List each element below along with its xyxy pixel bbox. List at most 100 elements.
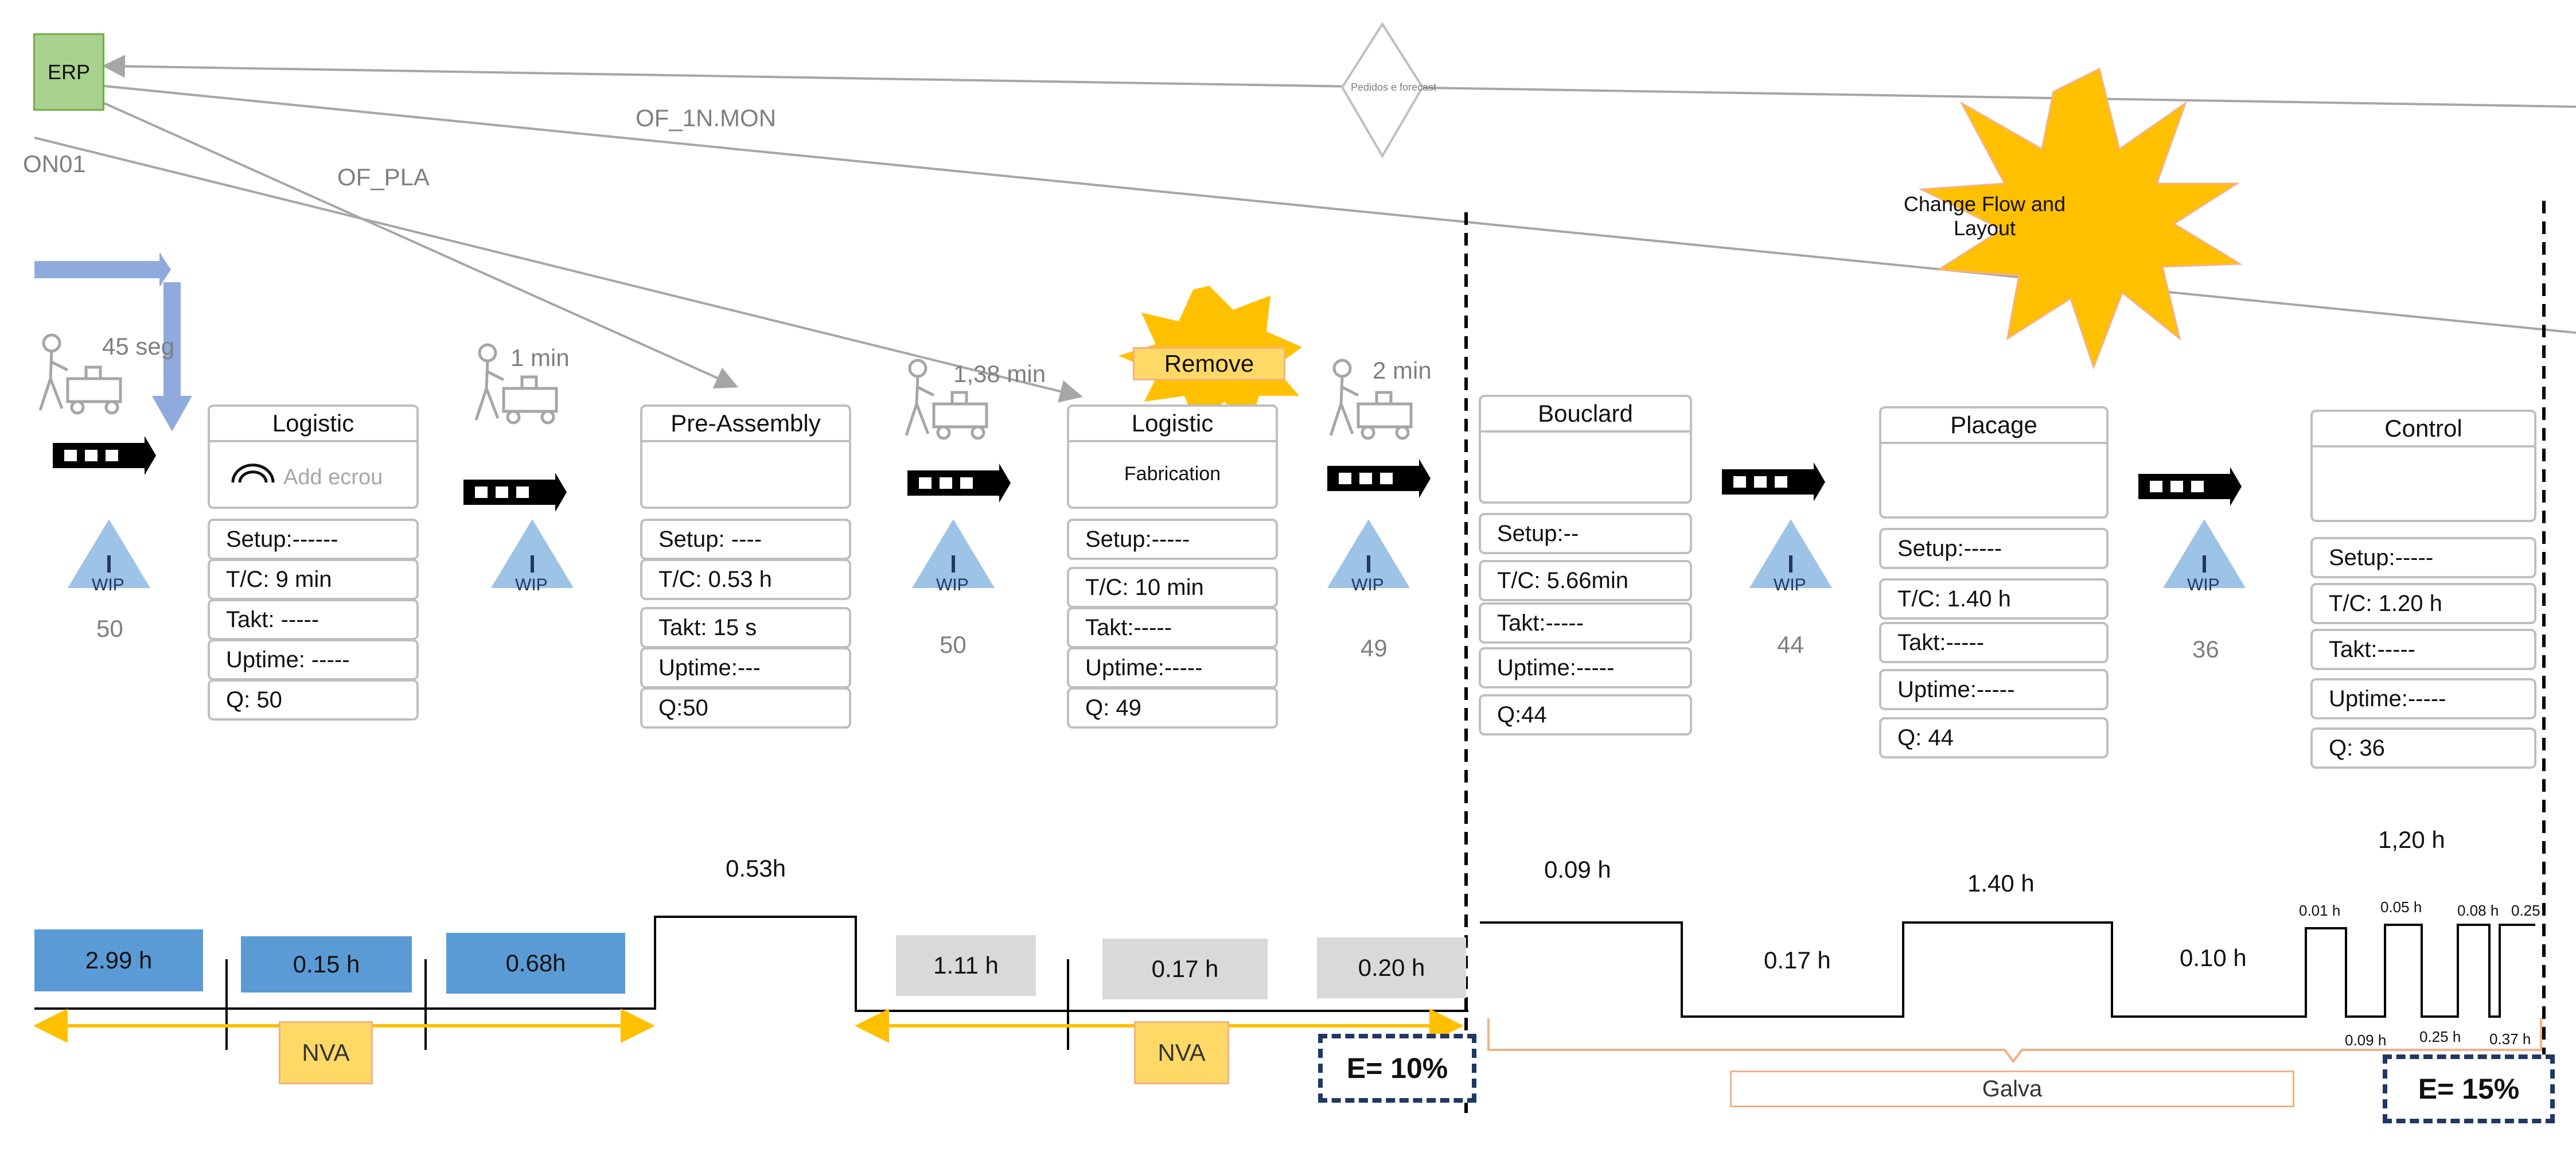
info-flow-label-pedidos: Pedidos e forecast bbox=[1351, 81, 1437, 93]
efficiency-box: E= 10% bbox=[1318, 1034, 1476, 1103]
process-data-row: Takt: ----- bbox=[208, 599, 419, 640]
wip-label: WIP bbox=[515, 575, 548, 594]
wip-label: WIP bbox=[2187, 575, 2220, 594]
process-body-text bbox=[1881, 444, 2106, 516]
push-arrow-icon bbox=[1722, 462, 1825, 501]
forklift-operator-icon bbox=[1329, 359, 1413, 440]
wip-label: WIP bbox=[936, 575, 969, 594]
forklift-operator-icon bbox=[38, 333, 122, 415]
info-flow-on01-line bbox=[34, 137, 1083, 403]
transport-time-label: 45 seg bbox=[102, 333, 175, 360]
timeline-small-label: 0.05 h bbox=[2380, 898, 2422, 916]
process-data-row: Q: 49 bbox=[1067, 687, 1278, 729]
transport-time-label: 1 min bbox=[510, 344, 570, 371]
process-data-row: Takt:----- bbox=[1879, 622, 2109, 663]
process-data-row: T/C: 9 min bbox=[208, 559, 419, 600]
timeline-small-label: 0.01 h bbox=[2299, 902, 2341, 919]
timeline-wait-box: 0.68h bbox=[446, 933, 625, 994]
timeline-small-label: 0.09 h bbox=[2345, 1032, 2387, 1049]
process-data-row: T/C: 10 min bbox=[1067, 567, 1278, 608]
erp-box: ERP bbox=[33, 33, 104, 111]
process-data-row: Takt: 15 s bbox=[640, 607, 851, 648]
timeline-nva-label: 0.10 h bbox=[2180, 944, 2247, 971]
process-data-row: Setup:----- bbox=[1879, 528, 2109, 569]
timeline-small-label: 0.08 h bbox=[2457, 902, 2499, 919]
process-data-row: Q: 36 bbox=[2310, 727, 2536, 769]
timeline-wait-box: 1.11 h bbox=[896, 935, 1036, 996]
push-arrow-icon bbox=[2138, 467, 2242, 506]
galva-label: Galva bbox=[1730, 1071, 2294, 1107]
timeline-ladder bbox=[34, 916, 2535, 1050]
change-flow-kaizen-label: Change Flow and Layout bbox=[1903, 192, 2066, 240]
process-body-text bbox=[1481, 433, 1690, 501]
process-box-logistic-1: Logistic Add ecrou bbox=[208, 404, 419, 509]
process-title: Placage bbox=[1881, 408, 2106, 444]
timeline-small-label: 0.25 h bbox=[2419, 1028, 2461, 1045]
process-data-row: Uptime:----- bbox=[1879, 669, 2109, 710]
process-body-text: Fabrication bbox=[1124, 463, 1221, 485]
push-arrow-icon bbox=[1327, 459, 1431, 498]
timeline-wait-box: 2.99 h bbox=[34, 929, 203, 991]
process-data-row: Uptime: ----- bbox=[208, 639, 419, 680]
wip-count: 50 bbox=[940, 631, 967, 658]
process-data-row: Uptime:----- bbox=[1067, 647, 1278, 688]
nva-tag: NVA bbox=[1134, 1021, 1229, 1084]
process-body-text bbox=[2313, 447, 2534, 520]
process-data-row: Setup:-- bbox=[1479, 513, 1692, 554]
info-flow-of-1n-mon-line bbox=[104, 85, 2576, 334]
wip-triangle-icon bbox=[2163, 519, 2246, 588]
process-data-row: T/C: 5.66min bbox=[1479, 560, 1692, 601]
timeline-wait-box: 0.20 h bbox=[1317, 937, 1466, 998]
process-title: Logistic bbox=[210, 407, 416, 442]
process-data-row: Q: 50 bbox=[208, 679, 419, 721]
process-data-row: Setup:----- bbox=[1067, 519, 1278, 560]
process-box-bouclard: Bouclard bbox=[1479, 395, 1692, 504]
wip-triangle-icon bbox=[1327, 519, 1410, 588]
process-data-row: Takt:----- bbox=[1479, 602, 1692, 644]
process-data-row: Uptime:--- bbox=[640, 647, 851, 688]
galva-brace bbox=[1487, 1018, 2542, 1064]
pedidos-diamond-icon bbox=[1340, 22, 1424, 158]
forklift-operator-icon bbox=[905, 359, 988, 440]
blue-flow-arrow-vertical bbox=[163, 282, 181, 397]
timeline-nva-label: 0.17 h bbox=[1764, 947, 1831, 974]
process-data-row: Takt:----- bbox=[2310, 629, 2536, 670]
timeline-va-label: 0.53h bbox=[726, 855, 786, 882]
push-arrow-icon bbox=[53, 436, 156, 475]
timeline-small-label: 0.25 bbox=[2511, 902, 2540, 919]
process-box-pre-assembly: Pre-Assembly bbox=[640, 404, 851, 509]
process-box-control: Control bbox=[2310, 410, 2536, 522]
efficiency-box: E= 15% bbox=[2383, 1054, 2555, 1123]
info-flow-label-on01: ON01 bbox=[23, 150, 86, 177]
info-flow-label-of-1n-mon: OF_1N.MON bbox=[636, 104, 777, 131]
remove-kaizen-label: Remove bbox=[1133, 347, 1285, 380]
timeline-wait-box: 0.17 h bbox=[1102, 939, 1268, 999]
process-data-row: T/C: 1.20 h bbox=[2310, 583, 2536, 624]
timeline-va-label: 1.40 h bbox=[1967, 870, 2035, 897]
change-flow-burst-icon bbox=[1918, 67, 2243, 370]
timeline-wait-box: 0.15 h bbox=[241, 936, 412, 993]
wip-label: WIP bbox=[92, 575, 124, 594]
process-data-row: Uptime:----- bbox=[2310, 678, 2536, 719]
info-flow-pedidos-line bbox=[102, 55, 2576, 108]
info-flow-of-pla-line bbox=[104, 102, 739, 389]
wip-triangle-icon bbox=[68, 519, 150, 588]
timeline-va-label: 1,20 h bbox=[2378, 826, 2445, 853]
wip-triangle-icon bbox=[491, 519, 574, 588]
erp-label: ERP bbox=[47, 60, 91, 84]
process-data-row: T/C: 1.40 h bbox=[1879, 578, 2109, 620]
forklift-operator-icon bbox=[474, 343, 558, 425]
nut-icon bbox=[231, 464, 275, 483]
process-data-row: Setup: ---- bbox=[640, 519, 851, 560]
process-data-row: Setup:----- bbox=[2310, 537, 2536, 578]
process-data-row: Q:44 bbox=[1479, 694, 1692, 735]
process-body-text bbox=[642, 442, 849, 507]
process-data-row: Uptime:----- bbox=[1479, 647, 1692, 688]
timeline-va-label: 0.09 h bbox=[1544, 856, 1611, 883]
wip-count: 44 bbox=[1777, 631, 1804, 658]
process-data-row: T/C: 0.53 h bbox=[640, 559, 851, 600]
nva-tag: NVA bbox=[279, 1021, 373, 1084]
timeline-small-label: 0.37 h bbox=[2489, 1030, 2531, 1048]
